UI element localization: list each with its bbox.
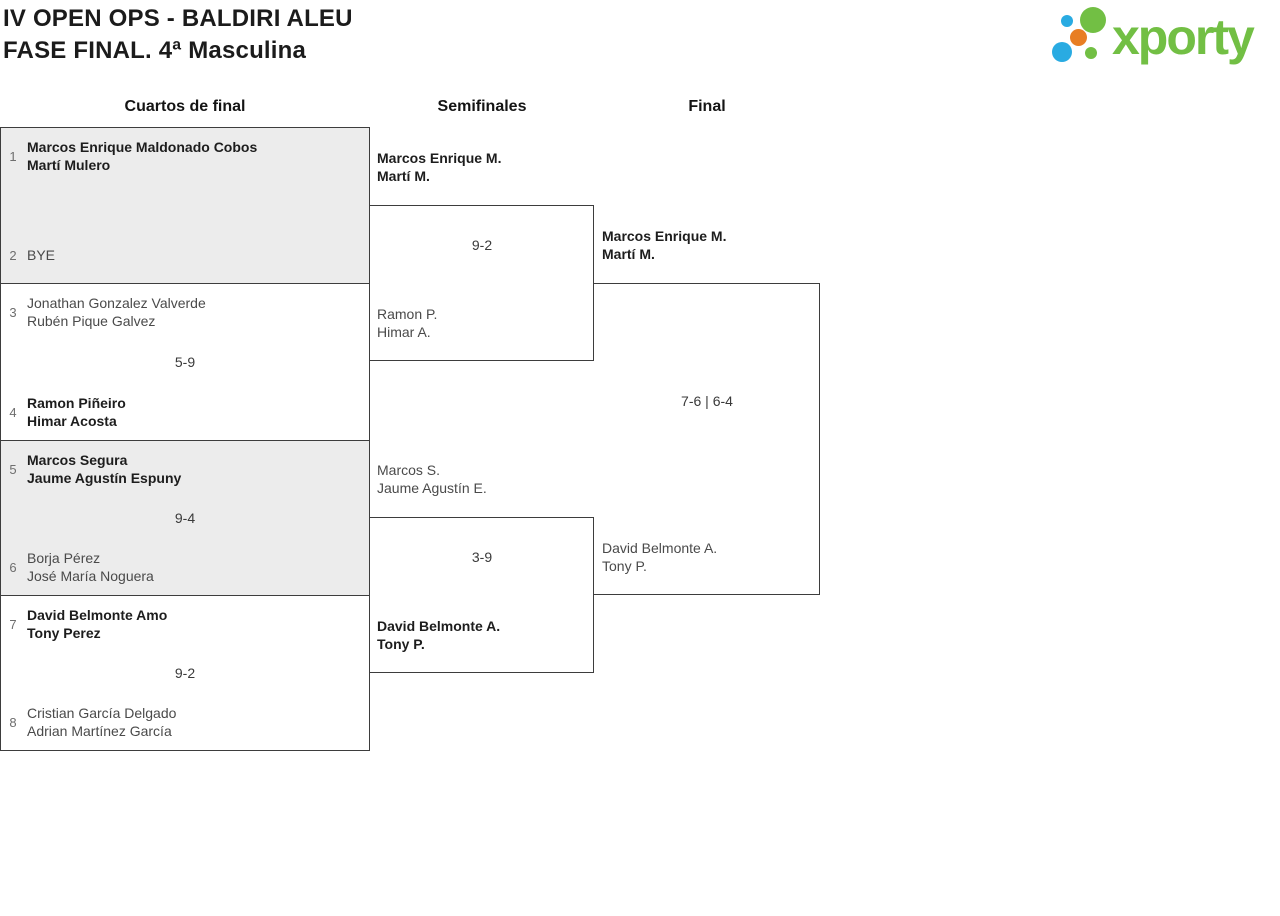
page-title: IV OPEN OPS - BALDIRI ALEU FASE FINAL. 4… [3, 3, 353, 67]
player-name: Jonathan Gonzalez Valverde [27, 295, 206, 311]
match-qf4: 7 David Belmonte Amo Tony Perez 9-2 8 Cr… [0, 595, 370, 751]
logo-dot-icon [1070, 29, 1087, 46]
player-name: BYE [27, 247, 56, 263]
phase-subtitle: FASE FINAL. 4ª Masculina [3, 37, 307, 64]
player-name: Martí M. [377, 168, 430, 184]
player-name: Jaume Agustín E. [377, 480, 487, 496]
match-qf2: 3 Jonathan Gonzalez Valverde Rubén Pique… [0, 283, 370, 440]
logo-dot-icon [1085, 47, 1097, 59]
player-name: Rubén Pique Galvez [27, 313, 156, 329]
player-name: David Belmonte Amo [27, 607, 168, 623]
seed-number: 6 [9, 559, 17, 575]
seed-number: 5 [9, 461, 17, 477]
pair-qf1-top: Marcos Enrique Maldonado Cobos Martí Mul… [27, 138, 361, 174]
round-header-final: Final [688, 98, 726, 115]
player-name: Marcos Segura [27, 452, 128, 468]
player-name: Martí M. [602, 246, 655, 262]
pair-sf2-bottom: David Belmonte A. Tony P. [377, 617, 500, 653]
round-header-quarterfinals: Cuartos de final [124, 98, 246, 115]
pair-qf4-bottom: Cristian García Delgado Adrian Martínez … [27, 704, 361, 740]
match-score: 7-6 | 6-4 [681, 393, 733, 409]
logo-dot-icon [1052, 42, 1072, 62]
pair-qf3-top: Marcos Segura Jaume Agustín Espuny [27, 451, 361, 487]
round-header-semifinals: Semifinales [437, 98, 527, 115]
player-name: Marcos Enrique M. [377, 150, 502, 166]
player-name: Himar A. [377, 324, 431, 340]
player-name: Jaume Agustín Espuny [27, 470, 182, 486]
player-name: Cristian García Delgado [27, 705, 177, 721]
match-sf1-box [370, 205, 594, 361]
match-score: 5-9 [174, 354, 196, 370]
tournament-title: IV OPEN OPS - BALDIRI ALEU [3, 5, 353, 32]
match-sf2-box [370, 517, 594, 673]
match-score: 9-2 [174, 665, 196, 681]
match-qf3: 5 Marcos Segura Jaume Agustín Espuny 9-4… [0, 440, 370, 595]
match-score: 9-4 [174, 510, 196, 526]
player-name: Ramon P. [377, 306, 438, 322]
player-name: Marcos Enrique M. [602, 228, 727, 244]
player-name: Tony P. [377, 636, 425, 652]
seed-number: 4 [9, 404, 17, 420]
pair-final-top: Marcos Enrique M. Martí M. [602, 227, 726, 263]
logo-dot-icon [1080, 7, 1106, 33]
seed-number: 7 [9, 616, 17, 632]
pair-qf2-top: Jonathan Gonzalez Valverde Rubén Pique G… [27, 294, 361, 330]
player-name: Himar Acosta [27, 413, 117, 429]
player-name: Tony P. [602, 558, 647, 574]
logo-dot-icon [1061, 15, 1073, 27]
player-name: Martí Mulero [27, 157, 111, 173]
match-final-box [594, 283, 820, 595]
player-name: Adrian Martínez García [27, 723, 172, 739]
logo-wordmark: xporty [1112, 9, 1255, 65]
pair-qf2-bottom: Ramon Piñeiro Himar Acosta [27, 394, 361, 430]
player-name: Ramon Piñeiro [27, 395, 126, 411]
pair-final-bottom: David Belmonte A. Tony P. [602, 539, 717, 575]
pair-sf1-top: Marcos Enrique M. Martí M. [377, 149, 501, 185]
pair-qf4-top: David Belmonte Amo Tony Perez [27, 606, 361, 642]
player-name: Marcos Enrique Maldonado Cobos [27, 139, 258, 155]
seed-number: 3 [9, 304, 17, 320]
player-name: José María Noguera [27, 568, 154, 584]
xporty-logo[interactable]: xporty [1048, 5, 1278, 73]
pair-sf1-bottom: Ramon P. Himar A. [377, 305, 437, 341]
seed-number: 2 [9, 247, 17, 263]
player-name: Borja Pérez [27, 550, 101, 566]
seed-number: 1 [9, 148, 17, 164]
player-name: Tony Perez [27, 625, 101, 641]
match-score: 9-2 [471, 237, 493, 253]
match-score: 3-9 [471, 549, 493, 565]
pair-qf3-bottom: Borja Pérez José María Noguera [27, 549, 361, 585]
player-name: David Belmonte A. [377, 618, 501, 634]
match-qf1: 1 Marcos Enrique Maldonado Cobos Martí M… [0, 127, 370, 283]
player-name: Marcos S. [377, 462, 441, 478]
pair-qf1-bottom: BYE [27, 237, 361, 273]
pair-sf2-top: Marcos S. Jaume Agustín E. [377, 461, 487, 497]
seed-number: 8 [9, 714, 17, 730]
player-name: David Belmonte A. [602, 540, 718, 556]
